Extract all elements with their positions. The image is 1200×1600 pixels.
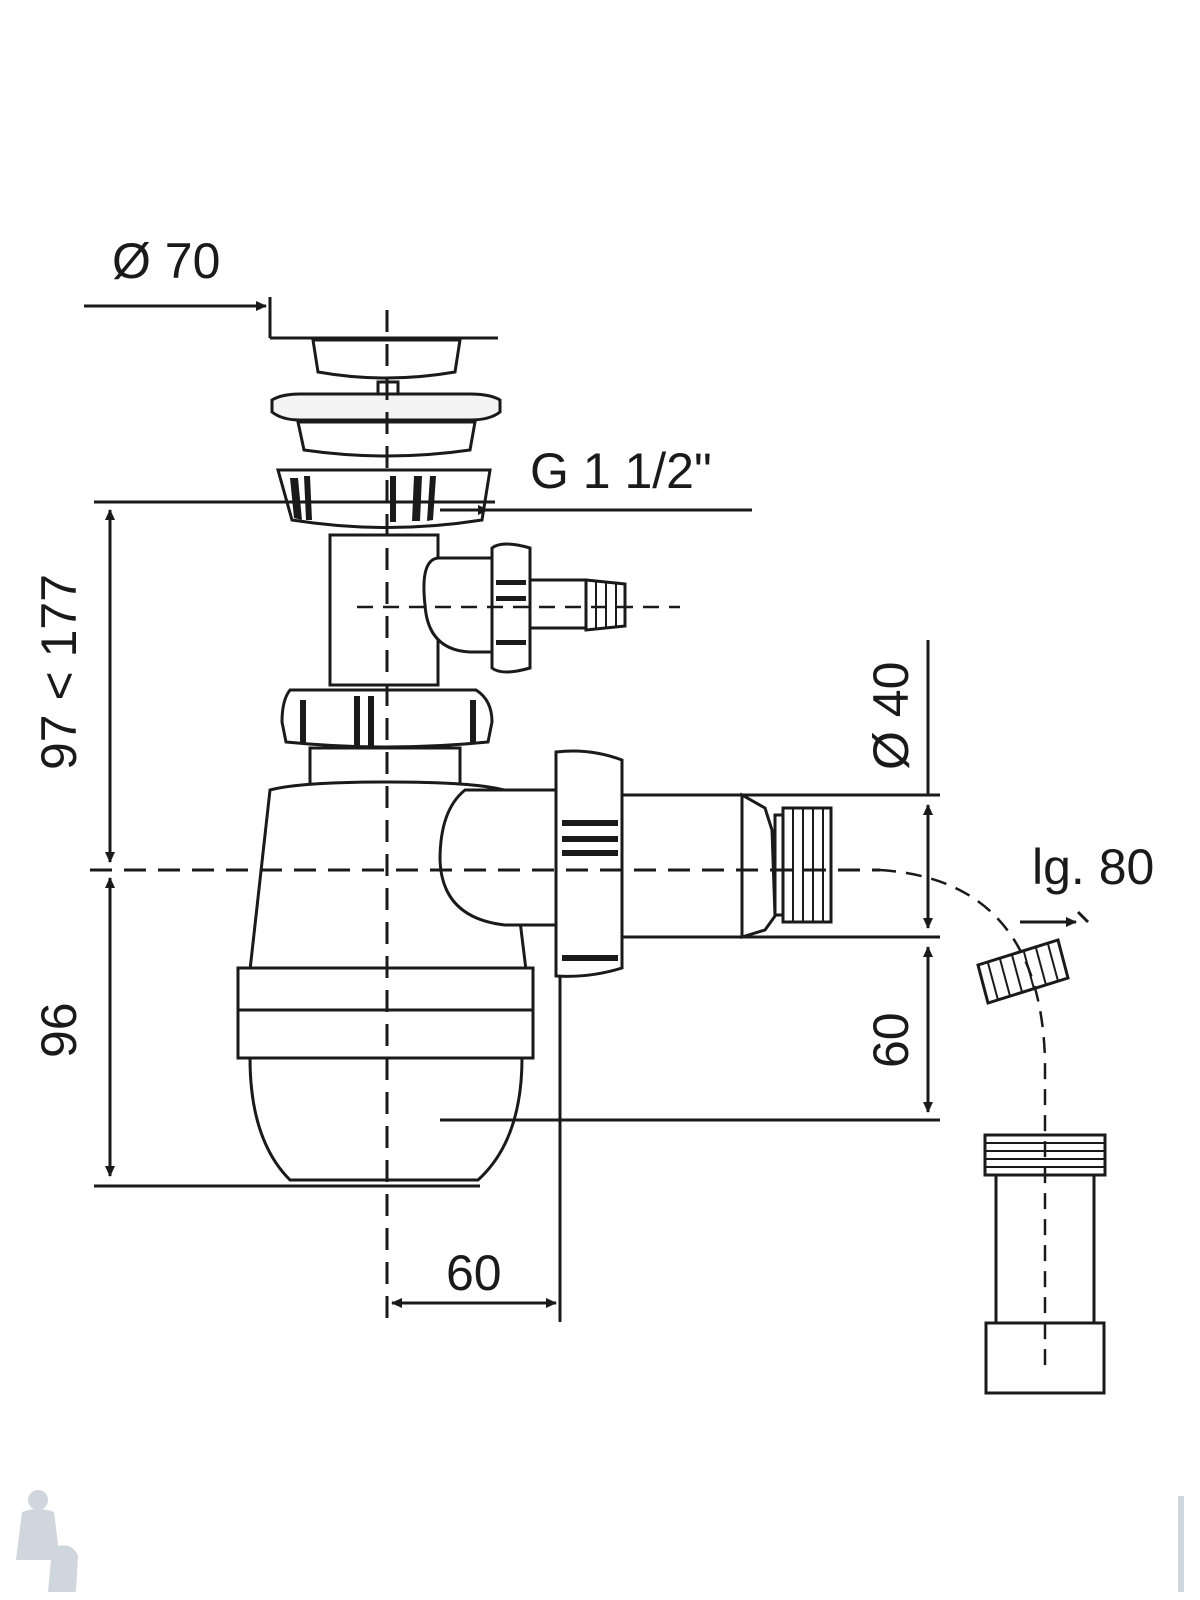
extension-length-label: lg. 80 — [1032, 839, 1154, 895]
offset-horizontal-label: 60 — [446, 1245, 502, 1301]
height-lower-label: 96 — [31, 1002, 87, 1058]
centerlines — [90, 310, 1047, 1370]
outlet-offset-vertical-label: 60 — [863, 1012, 919, 1068]
sink-outlet-diameter-label: Ø 70 — [112, 233, 220, 289]
dimension-lines — [84, 297, 1090, 1322]
vertical-watermark-text — [1178, 1496, 1184, 1592]
outlet-elbow — [438, 749, 833, 978]
outlet-diameter-label: Ø 40 — [863, 662, 919, 770]
plumber-mascot-icon — [16, 1490, 78, 1592]
height-adjustable-label: 97 < 177 — [31, 574, 87, 770]
side-inlet-hose-connector — [422, 542, 627, 674]
upper-nut — [276, 468, 492, 529]
extension-pipe-threaded-end — [976, 938, 1070, 1005]
sink-strainer — [270, 336, 502, 458]
thread-size-label: G 1 1/2" — [530, 443, 712, 499]
riser-tube — [328, 533, 440, 687]
